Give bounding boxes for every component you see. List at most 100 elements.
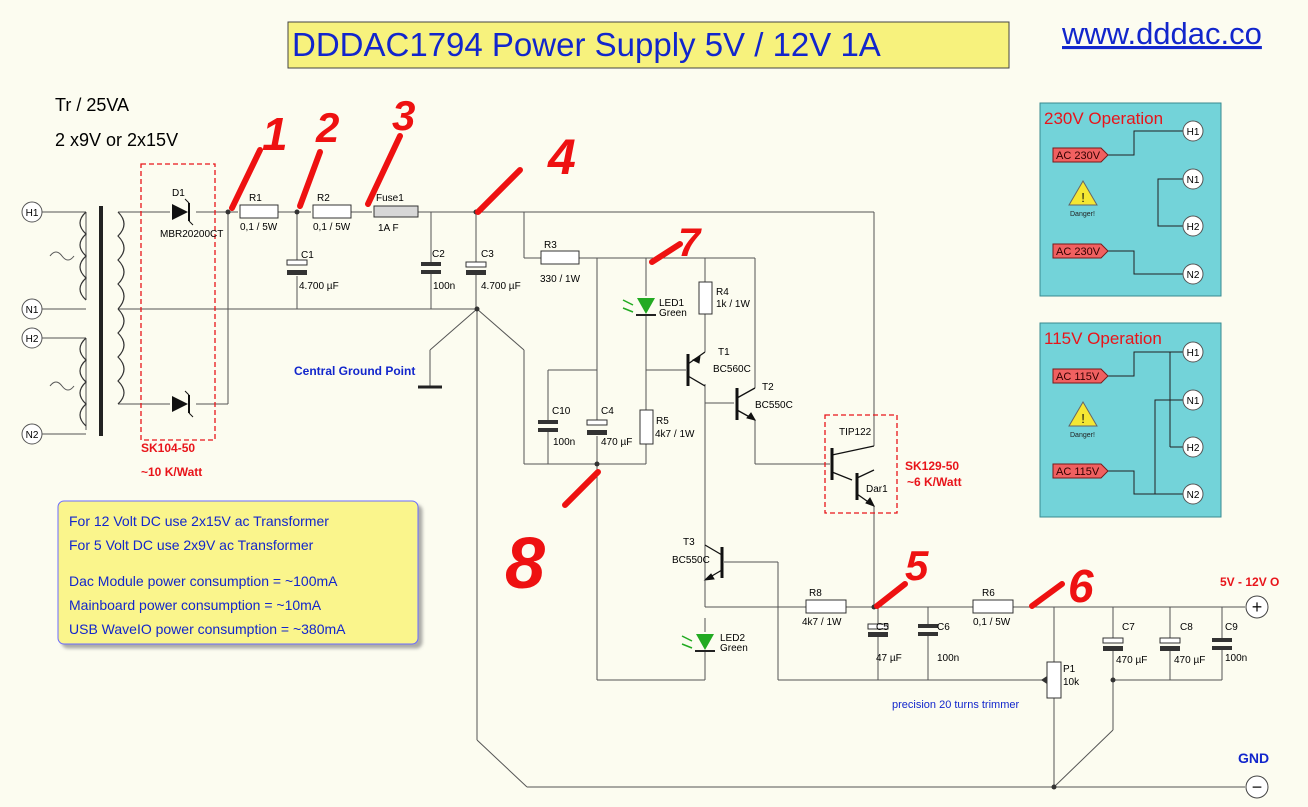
annotation-number: 6	[1068, 560, 1094, 612]
r5-value: 4k7 / 1W	[655, 429, 695, 440]
c4-value: 470 µF	[601, 437, 632, 448]
transistor-t1	[686, 351, 706, 387]
panel-115v: 115V Operation AC 115V AC 115V ! Danger!…	[1039, 322, 1222, 518]
fuse-value: 1A F	[378, 223, 399, 234]
fuse	[373, 205, 419, 218]
c8-value: 470 µF	[1174, 655, 1205, 666]
annotation-number: 8	[505, 524, 545, 604]
heatsink1-label: SK104-50	[141, 441, 195, 455]
panel230-terminal-n1: N1	[1182, 168, 1204, 190]
terminal-h1[interactable]: H1	[21, 201, 43, 223]
resistor-r5	[639, 409, 654, 445]
terminal-n2[interactable]: N2	[21, 423, 43, 445]
output-minus-terminal[interactable]: −	[1245, 775, 1269, 799]
note-line: For 12 Volt DC use 2x15V ac Transformer	[69, 513, 329, 529]
r8-label: R8	[809, 588, 822, 599]
panel115-terminal-n1: N1	[1182, 389, 1204, 411]
c7-label: C7	[1122, 622, 1135, 633]
terminal-h2[interactable]: H2	[21, 327, 43, 349]
gnd-label: GND	[1238, 750, 1269, 766]
svg-text:N1: N1	[1187, 396, 1200, 407]
dar-part: TIP122	[839, 427, 872, 438]
dar-ref: Dar1	[866, 484, 888, 495]
r6-label: R6	[982, 588, 995, 599]
c7-value: 470 µF	[1116, 655, 1147, 666]
capacitor-c3	[465, 261, 487, 275]
led1-color: Green	[659, 308, 687, 319]
svg-text:H2: H2	[1187, 222, 1200, 233]
panel230-ac1: AC 230V	[1056, 150, 1101, 162]
c10-label: C10	[552, 406, 571, 417]
page-title: DDDAC1794 Power Supply 5V / 12V 1A	[292, 26, 881, 63]
annotation-strokes	[229, 133, 1065, 609]
transistor-t2	[735, 387, 757, 421]
output-plus-terminal[interactable]: +	[1245, 595, 1269, 619]
panel230-terminal-n2: N2	[1182, 263, 1204, 285]
transformer	[49, 206, 125, 436]
r6-value: 0,1 / 5W	[973, 617, 1011, 628]
p1-value: 10k	[1063, 677, 1080, 688]
c9-label: C9	[1225, 622, 1238, 633]
c5-label: C5	[876, 622, 889, 633]
annotation-number: 5	[905, 542, 929, 589]
c6-value: 100n	[937, 653, 959, 664]
r4-value: 1k / 1W	[716, 299, 750, 310]
t1-label: T1	[718, 347, 730, 358]
c1-label: C1	[301, 250, 314, 261]
svg-text:−: −	[1252, 777, 1263, 797]
resistor-r8	[805, 599, 847, 614]
annotation-number: 2	[315, 104, 339, 151]
resistor-r4	[698, 281, 713, 315]
c4-label: C4	[601, 406, 614, 417]
c5-value: 47 µF	[876, 653, 902, 664]
diode-d1	[172, 198, 194, 226]
c2-label: C2	[432, 249, 445, 260]
annotation-number: 7	[678, 221, 702, 265]
led2-label: LED2	[720, 633, 745, 644]
r3-value: 330 / 1W	[540, 274, 581, 285]
transistor-t3	[703, 544, 724, 581]
d1-label: D1	[172, 188, 185, 199]
terminal-n1[interactable]: N1	[21, 298, 43, 320]
heatsink-box-2	[824, 414, 898, 514]
heatsink2-label: SK129-50	[905, 459, 959, 473]
svg-text:N2: N2	[1187, 490, 1200, 501]
t3-label: T3	[683, 537, 695, 548]
resistor-r1	[239, 204, 279, 219]
led1-icon	[622, 298, 656, 316]
svg-text:H1: H1	[1187, 127, 1200, 138]
c3-label: C3	[481, 249, 494, 260]
danger-icon	[1068, 180, 1098, 206]
panel230-terminal-h1: H1	[1182, 120, 1204, 142]
c6-label: C6	[937, 622, 950, 633]
darlington-transistor	[830, 445, 876, 507]
note-line: For 5 Volt DC use 2x9V ac Transformer	[69, 537, 314, 553]
resistor-r6	[972, 599, 1014, 614]
central-ground-label: Central Ground Point	[294, 364, 415, 378]
svg-text:!: !	[1081, 411, 1085, 426]
capacitor-c5	[867, 623, 889, 637]
panel115-ac1: AC 115V	[1056, 371, 1100, 383]
capacitor-c1	[286, 259, 308, 275]
capacitor-c10	[538, 420, 558, 432]
svg-text:N1: N1	[1187, 175, 1200, 186]
annotation-numbers: 1 2 3 4 7 8 5 6	[262, 92, 1094, 612]
panel115-danger: Danger!	[1070, 432, 1095, 439]
notes-box	[57, 500, 419, 645]
svg-text:!: !	[1081, 190, 1085, 205]
title-box	[287, 21, 1010, 69]
led2-icon	[681, 634, 715, 652]
d1-part: MBR20200CT	[160, 229, 223, 240]
danger-icon	[1068, 401, 1098, 427]
c1-value: 4.700 µF	[299, 281, 339, 292]
panel115-terminal-h2: H2	[1182, 436, 1204, 458]
website-link[interactable]: www.dddac.co	[1061, 16, 1262, 51]
svg-text:+: +	[1252, 597, 1263, 617]
heatsink1-rating: ~10 K/Watt	[141, 465, 202, 479]
resistor-r3	[540, 250, 580, 265]
panel230-ac2: AC 230V	[1056, 246, 1101, 258]
r5-label: R5	[656, 416, 669, 427]
capacitor-c2	[421, 262, 441, 274]
r3-label: R3	[544, 240, 557, 251]
